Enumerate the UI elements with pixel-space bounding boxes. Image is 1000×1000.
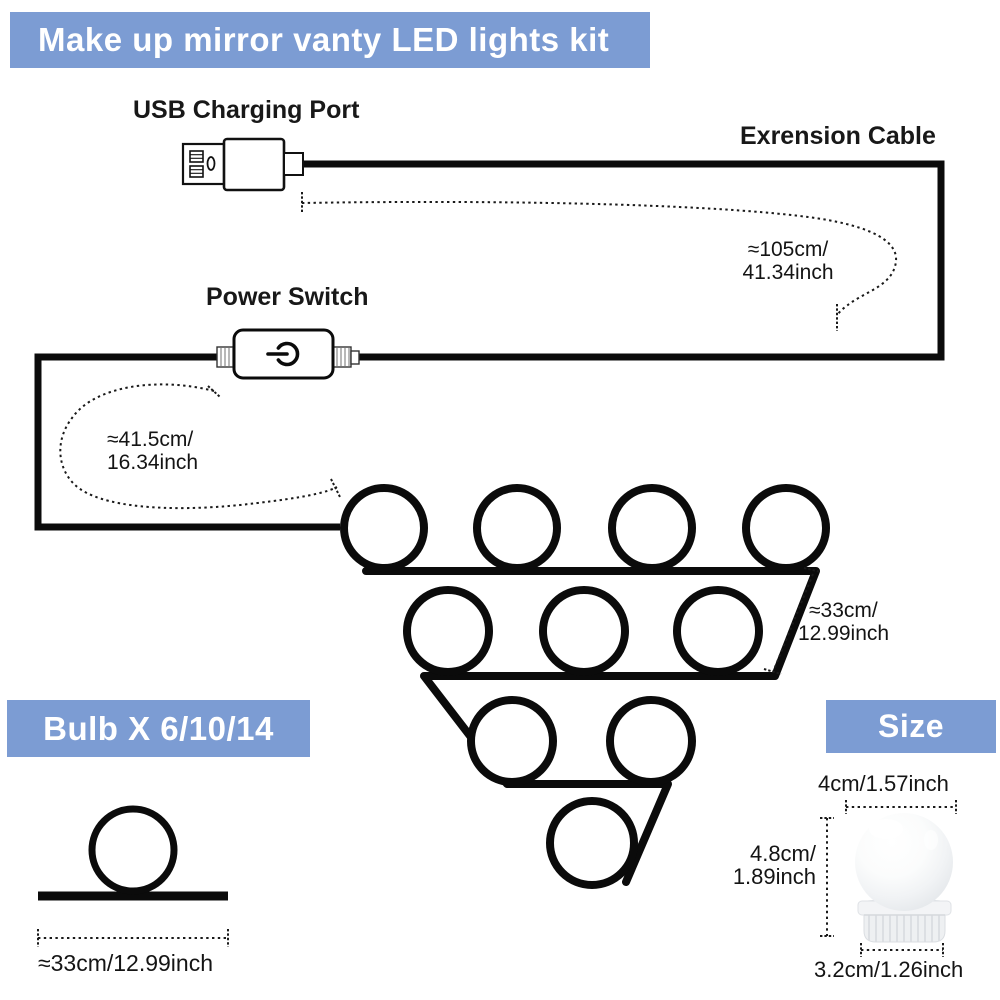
bulb-row-3 <box>467 696 696 786</box>
usb-plug-icon <box>181 137 304 192</box>
bulb-diameter-measure-line <box>845 800 957 814</box>
size-badge: Size <box>826 700 996 753</box>
strip-length-measurement: ≈33cm/12.99inch <box>38 950 214 976</box>
bulb-row-2 <box>403 586 763 676</box>
switch-strain-relief-right <box>332 346 360 368</box>
row-width-measure-line <box>763 567 822 675</box>
size-badge-text: Size <box>877 708 945 744</box>
usb-charging-port-label: USB Charging Port <box>133 96 360 124</box>
switch-cable-measure-line <box>59 383 341 510</box>
bulb-height-measurement: 4.8cm/ 1.89inch <box>716 842 816 888</box>
extension-cable-label: Exrension Cable <box>740 122 936 150</box>
bulb-photo <box>855 813 953 943</box>
bulb-string-drawing <box>340 484 830 889</box>
bulb-row-4 <box>546 797 638 889</box>
power-icon <box>266 341 300 367</box>
extension-cable-measurement: ≈105cm/ 41.34inch <box>713 238 863 284</box>
switch-cable-measurement-line1: ≈41.5cm/ <box>107 428 194 451</box>
switch-cable-measurement-line2: 16.34inch <box>107 451 199 474</box>
bulb-base-measurement: 3.2cm/1.26inch <box>814 957 964 982</box>
power-switch-label: Power Switch <box>206 283 369 311</box>
single-bulb-drawing <box>38 805 228 901</box>
bulb-count-text: Bulb X 6/10/14 <box>43 709 274 747</box>
cable-drawing <box>34 160 945 531</box>
bulb-row-1 <box>340 484 830 572</box>
title-banner: Make up mirror vanty LED lights kit <box>10 12 650 68</box>
row-width-measurement-line2: 12.99inch <box>798 622 890 645</box>
bulb-diameter-measurement: 4cm/1.57inch <box>818 771 949 796</box>
bulb-height-measurement-line1: 4.8cm/ <box>749 841 816 866</box>
bulb-height-measure-line <box>820 817 834 937</box>
extension-cable-measure-line <box>301 192 898 331</box>
power-switch-drawing <box>216 328 360 380</box>
bulb-height-measurement-line2: 1.89inch <box>732 864 816 889</box>
strip-length-measure-line <box>37 929 229 947</box>
row-width-measurement: ≈33cm/ 12.99inch <box>798 599 889 645</box>
bulb-count-badge: Bulb X 6/10/14 <box>7 700 310 757</box>
bulb-base-measure-line <box>860 943 944 957</box>
switch-cable-measurement: ≈41.5cm/ 16.34inch <box>107 428 198 474</box>
row-width-measurement-line1: ≈33cm/ <box>809 599 878 622</box>
extension-cable-measurement-line1: ≈105cm/ <box>747 238 829 261</box>
switch-strain-relief-left <box>216 346 236 368</box>
page-title: Make up mirror vanty LED lights kit <box>38 21 610 58</box>
extension-cable-measurement-line2: 41.34inch <box>742 261 834 284</box>
